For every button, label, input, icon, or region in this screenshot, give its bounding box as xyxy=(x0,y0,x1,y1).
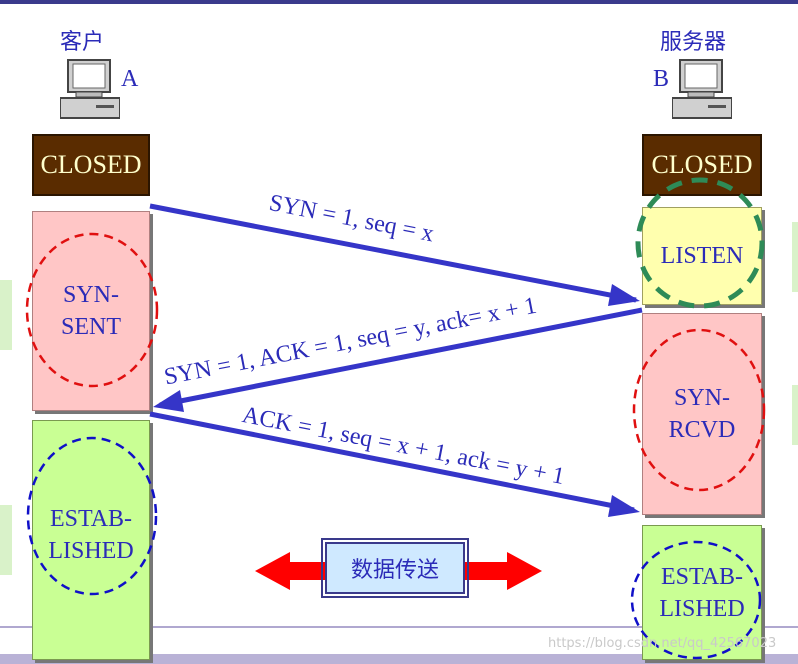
client-established-line1: ESTAB- xyxy=(49,506,133,532)
server-listen-highlight xyxy=(635,177,765,309)
top-border xyxy=(0,0,798,4)
server-established-line1: ESTAB- xyxy=(660,563,744,590)
client-established-line2: LISHED xyxy=(48,538,134,564)
ack-arrow xyxy=(149,411,635,513)
server-syn-rcvd-line2: RCVD xyxy=(668,417,736,443)
desktop-computer-icon xyxy=(60,59,120,119)
server-state-syn-rcvd: SYN- RCVD xyxy=(642,313,762,515)
syn-arrow xyxy=(149,203,637,303)
client-syn-sent-line2: SENT xyxy=(61,314,121,340)
bottom-divider xyxy=(0,626,798,628)
data-transfer-left-arrow xyxy=(255,552,328,590)
server-syn-rcvd-line1: SYN- xyxy=(673,385,730,411)
data-transfer-label: 数据传送 xyxy=(321,538,469,598)
right-edge-strip xyxy=(792,222,798,292)
client-letter: A xyxy=(121,66,139,92)
syn-ack-arrow xyxy=(159,307,643,408)
ack-arrowhead xyxy=(608,495,640,517)
client-title: 客户 xyxy=(60,30,105,55)
client-syn-sent-line1: SYN- xyxy=(62,282,119,308)
client-state-established: ESTAB- LISHED xyxy=(32,420,150,660)
desktop-computer-icon xyxy=(672,59,732,119)
syn-ack-arrowhead xyxy=(153,390,184,412)
client-syn-sent-highlight xyxy=(25,232,159,388)
server-state-established: ESTAB- LISHED xyxy=(642,525,762,660)
syn-arrowhead xyxy=(608,284,640,306)
left-edge-strip xyxy=(0,280,12,350)
client-state-closed: CLOSED xyxy=(32,134,150,196)
server-state-closed: CLOSED xyxy=(642,134,762,196)
server-established-highlight xyxy=(630,540,762,660)
data-transfer-right-arrow xyxy=(464,552,542,590)
server-established-line2: LISHED xyxy=(659,595,745,622)
client-established-highlight xyxy=(26,436,158,596)
client-state-syn-sent: SYN- SENT xyxy=(32,211,150,411)
server-state-listen: LISTEN xyxy=(642,207,762,305)
server-letter: B xyxy=(653,66,670,92)
server-title: 服务器 xyxy=(660,30,727,55)
right-edge-strip xyxy=(792,385,798,445)
server-syn-rcvd-highlight xyxy=(632,328,766,492)
bottom-band xyxy=(0,654,798,664)
watermark: https://blog.csdn.net/qq_42567023 xyxy=(548,636,777,651)
left-edge-strip xyxy=(0,505,12,575)
